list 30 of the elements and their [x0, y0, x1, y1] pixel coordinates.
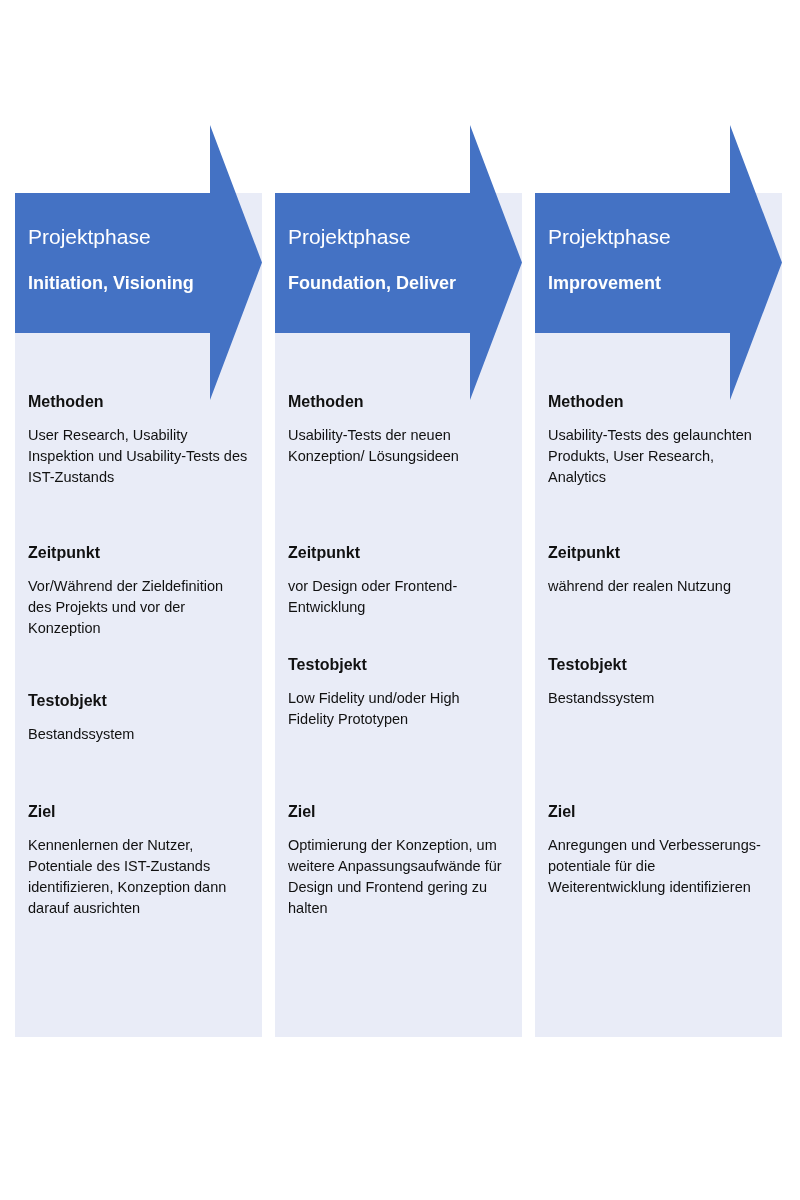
- section-heading: Testobjekt: [28, 692, 108, 710]
- phase-name: Initiation, Visioning: [28, 273, 194, 294]
- section-heading: Zeitpunkt: [548, 544, 621, 562]
- section-heading: Ziel: [548, 803, 577, 821]
- section-heading: Ziel: [288, 803, 317, 821]
- section-text: Anregungen und Verbesserungs-potentiale für die Weiterentwicklung identifizieren: [548, 836, 762, 898]
- phase-label: Projektphase: [548, 225, 671, 249]
- section-text: Kennenlernen der Nutzer, Potentiale des IST-Zustands identifizieren, Konzeption dann darauf ausrichten: [28, 836, 228, 919]
- section-text: während der realen Nutzung: [548, 577, 732, 596]
- section-text: Low Fidelity und/oder High Fidelity Prototypen: [288, 689, 461, 729]
- section-text: Bestandssystem: [28, 725, 136, 744]
- section-text: Bestandssystem: [548, 689, 656, 708]
- section-heading: Zeitpunkt: [288, 544, 361, 562]
- section-heading: Methoden: [28, 393, 105, 411]
- section-heading: Zeitpunkt: [28, 544, 101, 562]
- section-text: Usability-Tests der neuen Konzeption/ Lösungsideen: [288, 426, 460, 466]
- section-text: Vor/Während der Zieldefinition des Projekts und vor der Konzeption: [28, 577, 225, 639]
- section-heading: Methoden: [288, 393, 365, 411]
- phase-label: Projektphase: [288, 225, 411, 249]
- section-text: Usability-Tests des gelaunchten Produkts, User Research, Analytics: [548, 426, 753, 488]
- section-text: User Research, Usability Inspektion und Usability-Tests des IST-Zustands: [28, 426, 249, 488]
- section-text: Optimierung der Konzeption, um weitere Anpassungsaufwände für Design und Frontend gering zu halten: [288, 836, 503, 919]
- section-text: vor Design oder Frontend-Entwicklung: [288, 577, 459, 617]
- phase-name: Foundation, Deliver: [288, 273, 456, 294]
- section-heading: Ziel: [28, 803, 57, 821]
- section-heading: Testobjekt: [548, 656, 628, 674]
- section-heading: Methoden: [548, 393, 625, 411]
- phase-name: Improvement: [548, 273, 662, 294]
- phase-label: Projektphase: [28, 225, 151, 249]
- section-heading: Testobjekt: [288, 656, 368, 674]
